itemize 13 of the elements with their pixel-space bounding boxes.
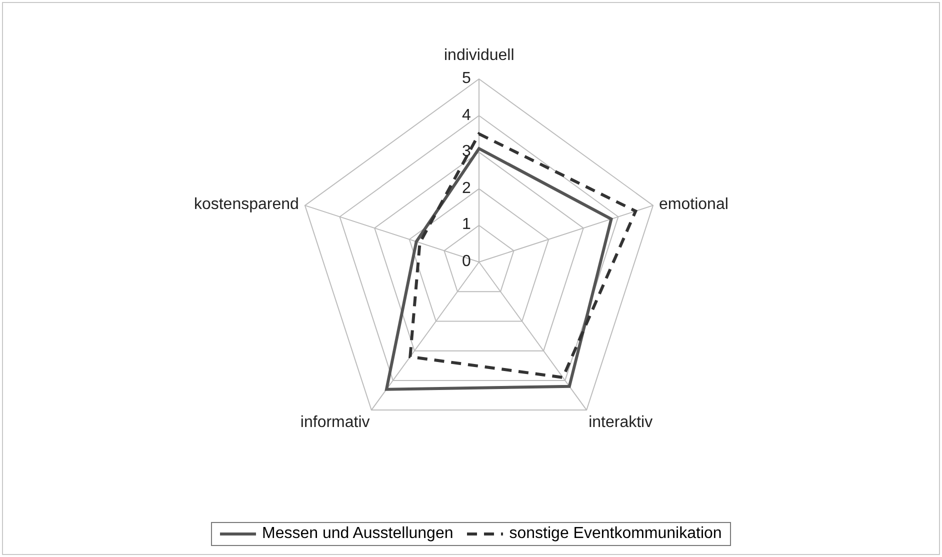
tick-label: 0 — [462, 253, 471, 271]
legend-label: sonstige Eventkommunikation — [509, 525, 722, 543]
axis-label: interaktiv — [588, 414, 653, 432]
axis-label: informativ — [300, 414, 370, 432]
tick-label: 5 — [462, 70, 471, 88]
axis-label: kostensparend — [194, 196, 299, 214]
tick-label: 1 — [462, 216, 471, 234]
tick-label: 3 — [462, 143, 471, 162]
axis-label: emotional — [659, 196, 728, 214]
tick-label: 4 — [462, 106, 471, 125]
axis-label: individuell — [444, 47, 514, 65]
legend-label: Messen und Ausstellungen — [262, 525, 454, 543]
tick-label: 2 — [462, 180, 471, 198]
